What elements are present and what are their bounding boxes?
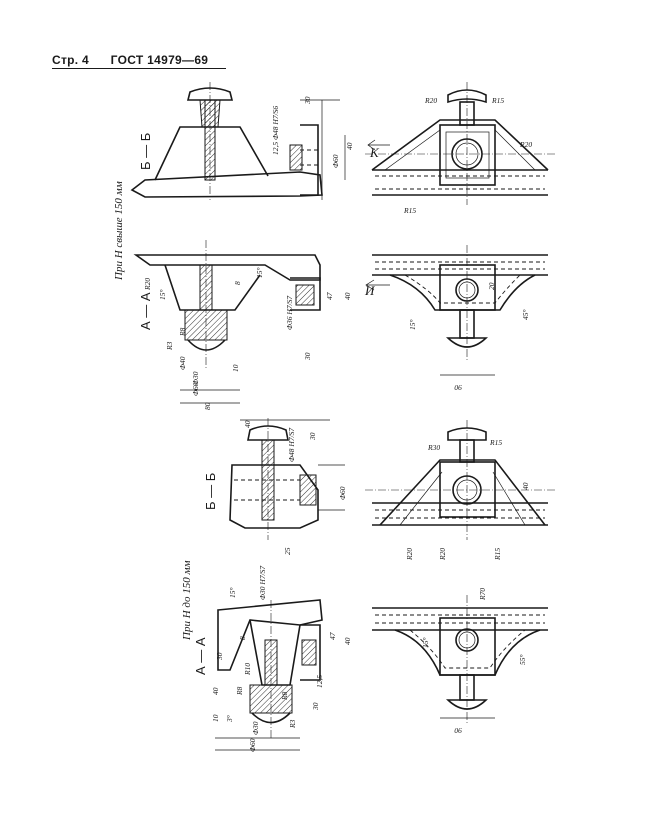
dim-lap-90: 90: [454, 726, 462, 735]
dim-la-30b: 30: [311, 702, 320, 711]
dim-la-fi60: Ф60: [248, 738, 257, 752]
view-label-k: К: [369, 145, 380, 160]
dim-la-40b: 40: [211, 687, 220, 695]
dim-la-r8a: R8: [235, 686, 244, 696]
dim-lbp-r15: R15: [489, 438, 502, 447]
dim-ua-10: 10: [231, 364, 240, 372]
dim-ua-15a: 15°: [158, 290, 167, 301]
dim-ua-47: 47: [325, 292, 334, 300]
dim-ua-40: 40: [343, 292, 352, 300]
dim-lb-fi60: Ф60: [338, 486, 347, 500]
upper-plan-view-k: [365, 82, 555, 205]
dim-la-fi30: Ф30: [251, 721, 260, 735]
dim-ub-40: 40: [345, 142, 354, 150]
dim-ub-125: 12,5: [271, 142, 280, 155]
dim-ua-fi60: Ф60: [191, 382, 200, 396]
dim-la-47: 47: [328, 632, 337, 640]
page-label: Стр. 4: [52, 53, 90, 67]
section-label-aa-upper: А — А: [138, 292, 153, 330]
dim-la-10: 10: [211, 714, 220, 722]
upper-plan-view-i: [372, 245, 548, 376]
lower-plan-view-a: [372, 595, 548, 725]
dim-la-r10: R10: [243, 663, 252, 676]
dim-lb-fi48: Ф48 H7/S7: [287, 428, 296, 462]
dim-ubk-r15-b: R15: [403, 206, 416, 215]
dim-lap-55: 55°: [518, 655, 527, 666]
dim-ua-8: 8: [233, 281, 242, 285]
dim-lbp-40: 40: [521, 482, 530, 490]
caption-lower: При Н до 150 мм: [181, 561, 193, 642]
view-label-i: И: [364, 283, 375, 298]
section-label-bb-lower: Б — Б: [203, 473, 218, 510]
dim-la-40: 40: [343, 637, 352, 645]
dim-ua-r8: R8: [178, 327, 187, 337]
lower-bb-section: [229, 418, 345, 540]
dim-ua-r3: R3: [165, 341, 174, 351]
dim-la-8: 8: [238, 636, 247, 640]
dim-ua-fi36: Ф36 H7/S7: [285, 296, 294, 330]
dim-lbp-r20b: R20: [438, 548, 447, 561]
caption-upper: При Н свыше 150 мм: [113, 181, 125, 281]
dim-ubk-r20-b: R20: [519, 140, 532, 149]
dim-ua-30: 30: [303, 352, 312, 361]
dim-la-r3: R3: [288, 719, 297, 729]
dim-ua-fi40: Ф40: [178, 356, 187, 370]
dim-ui-15: 15°: [408, 320, 417, 331]
dim-lbp-r15b: R15: [493, 548, 502, 561]
dim-la-fi30h: Ф30 H7/S7: [258, 566, 267, 600]
dim-ubk-r20-a: R20: [424, 96, 437, 105]
dim-ua-r20: R20: [143, 278, 152, 291]
dim-lap-15: 15°: [421, 638, 430, 649]
dim-ua-fi30: Ф30: [191, 371, 200, 385]
dim-lap-r70: R70: [478, 588, 487, 601]
dim-la-30: 30: [215, 652, 224, 661]
dim-lb-40: 40: [243, 420, 252, 428]
dim-ub-30: 30: [303, 96, 312, 105]
dim-lbp-r20a: R20: [405, 548, 414, 561]
dim-la-r8b: R8: [280, 691, 289, 701]
section-label-bb-upper: Б — Б: [138, 133, 153, 170]
dim-lb-25: 25: [283, 547, 292, 555]
dim-ui-90: 90: [454, 383, 462, 392]
dim-ub-fi60: Ф60: [331, 154, 340, 168]
dim-lbp-r30: R30: [427, 443, 440, 452]
dim-ui-r20: 20: [487, 282, 496, 290]
lower-aa-section: [215, 599, 323, 751]
dim-la-125: 12,5: [315, 675, 324, 688]
dim-la-15: 15°: [228, 588, 237, 599]
page-header: Стр. 4 ГОСТ 14979—69: [52, 53, 227, 69]
dim-ua-80: 80: [203, 402, 212, 410]
dim-ua-15b: 15°: [255, 268, 264, 279]
dim-lb-30: 30: [308, 432, 317, 441]
standard-number: ГОСТ 14979—69: [110, 53, 209, 67]
lower-plan-view-b: [365, 420, 555, 540]
dim-la-3: 3°: [225, 715, 234, 723]
dim-ui-45: 45°: [521, 310, 530, 321]
dim-ubk-r15-a: R15: [491, 96, 504, 105]
upper-aa-section: [133, 240, 321, 404]
section-label-aa-lower: А — А: [193, 637, 208, 675]
upper-bb-section: [130, 82, 346, 200]
dim-ub-fi48: Ф48 H7/S6: [271, 106, 280, 140]
